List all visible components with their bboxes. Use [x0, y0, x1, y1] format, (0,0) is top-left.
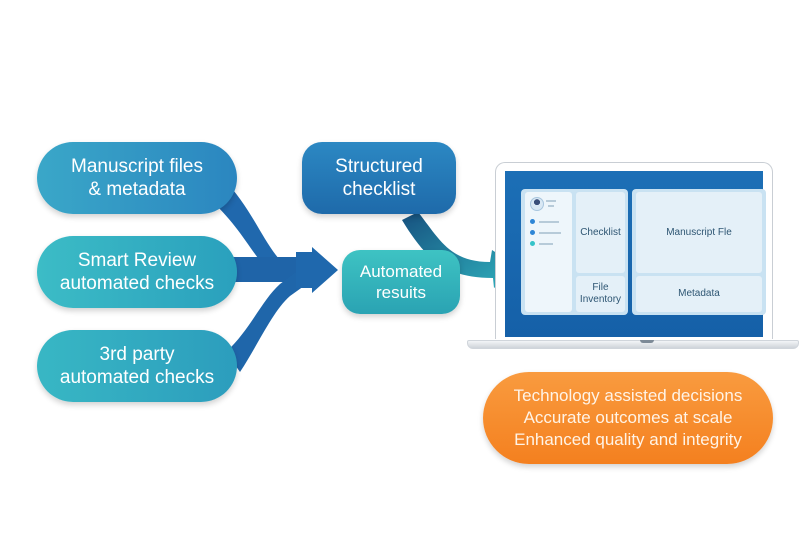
sidebar-bullet-icon	[530, 230, 535, 235]
sidebar-sub-line	[548, 205, 554, 207]
user-avatar-icon	[530, 197, 544, 211]
panel-file-inventory: File Inventory	[576, 276, 625, 312]
sidebar-item-line	[539, 221, 559, 223]
input-manuscript-files: Manuscript files & metadata	[37, 142, 237, 214]
sidebar-item-line	[539, 243, 553, 245]
input-smart-review: Smart Review automated checks	[37, 236, 237, 308]
panel-checklist-label: Checklist	[580, 226, 621, 238]
outcome-line: Enhanced quality and integrity	[514, 430, 742, 449]
laptop-base	[467, 340, 799, 349]
sidebar-name-line	[546, 200, 556, 202]
input-third-party: 3rd party automated checks	[37, 330, 237, 402]
arrow-smart-to-results	[232, 257, 310, 282]
structured-checklist-label: Structured checklist	[335, 156, 423, 200]
outcome-line: Accurate outcomes at scale	[523, 408, 733, 427]
input-manuscript-label: Manuscript files & metadata	[71, 156, 203, 200]
sidebar-item-line	[539, 232, 561, 234]
merged-arrowhead	[296, 247, 338, 293]
screen-sidebar	[525, 192, 572, 312]
outcomes-node: Technology assisted decisions Accurate o…	[483, 372, 773, 464]
outcomes-list: Technology assisted decisions Accurate o…	[514, 385, 743, 451]
automated-results-node: Automated resuits	[342, 250, 460, 314]
arrow-third-to-results	[226, 272, 304, 372]
panel-file-inventory-label: File Inventory	[579, 282, 622, 305]
laptop-notch	[640, 340, 654, 343]
outcome-line: Technology assisted decisions	[513, 386, 743, 405]
sidebar-bullet-icon	[530, 219, 535, 224]
panel-metadata: Metadata	[636, 276, 762, 312]
panel-checklist: Checklist	[576, 192, 625, 273]
panel-metadata-label: Metadata	[678, 288, 720, 299]
input-third-party-label: 3rd party automated checks	[59, 344, 215, 388]
input-smart-review-label: Smart Review automated checks	[59, 250, 215, 294]
panel-manuscript-file: Manuscript Fle	[636, 192, 762, 273]
panel-manuscript-file-label: Manuscript Fle	[666, 226, 732, 238]
sidebar-bullet-icon	[530, 241, 535, 246]
structured-checklist-node: Structured checklist	[302, 142, 456, 214]
arrow-checklist-to-laptop	[402, 212, 520, 288]
automated-results-label: Automated resuits	[359, 262, 443, 302]
